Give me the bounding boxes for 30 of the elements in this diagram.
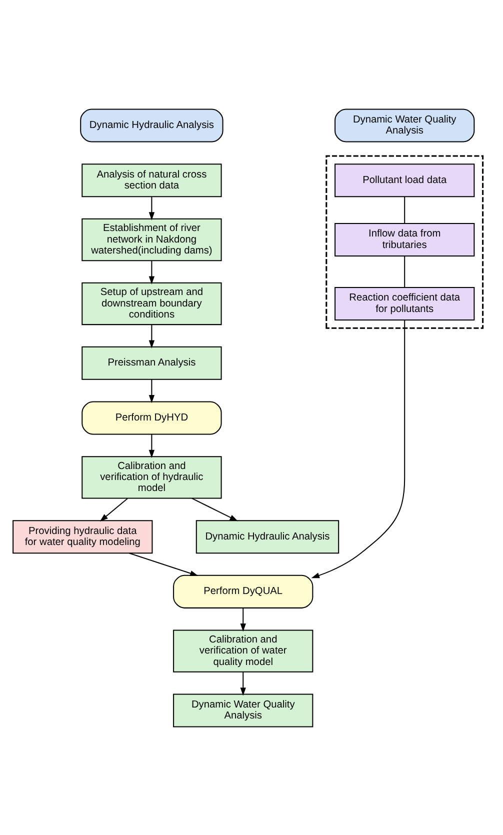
arrow	[148, 324, 154, 348]
cluster	[325, 154, 484, 328]
arrow	[191, 497, 238, 521]
node-box: Perform DyHYD	[81, 400, 222, 434]
arrow	[310, 320, 405, 578]
arrow	[148, 378, 154, 403]
node-box: Dynamic Hydraulic Analysis	[80, 108, 223, 142]
node-box: Setup of upstream and downstream boundary conditions	[81, 282, 222, 325]
node-box: Establishment of river network in Nakdong watershed(including dams)	[81, 218, 222, 261]
node-box: Providing hydraulic data for water quality modeling	[12, 520, 152, 554]
node-box: Pollutant load data	[334, 163, 474, 197]
arrow	[240, 672, 246, 696]
node-box: Calibration and verification of hydraulic model	[81, 456, 222, 498]
connector	[404, 196, 405, 223]
node-box: Dynamic Hydraulic Analysis	[195, 520, 339, 554]
node-box: Dynamic Water Quality Analysis	[334, 108, 474, 142]
arrow	[99, 498, 128, 522]
node-box: Calibration and verification of water quality model	[172, 629, 313, 672]
arrow	[128, 552, 198, 576]
node-box: Reaction coefficient data for pollutants	[334, 286, 474, 320]
node-box: Perform DyQUAL	[172, 574, 313, 608]
node-box: Preissman Analysis	[81, 346, 222, 380]
node-box: Dynamic Water Quality Analysis	[172, 693, 313, 727]
arrow	[148, 434, 154, 458]
connector	[404, 256, 405, 287]
arrow	[148, 260, 154, 284]
arrow	[240, 608, 246, 632]
node-box: Analysis of natural cross section data	[81, 163, 222, 197]
arrow	[148, 196, 154, 220]
node-box: Inflow data from tributaries	[334, 222, 474, 256]
